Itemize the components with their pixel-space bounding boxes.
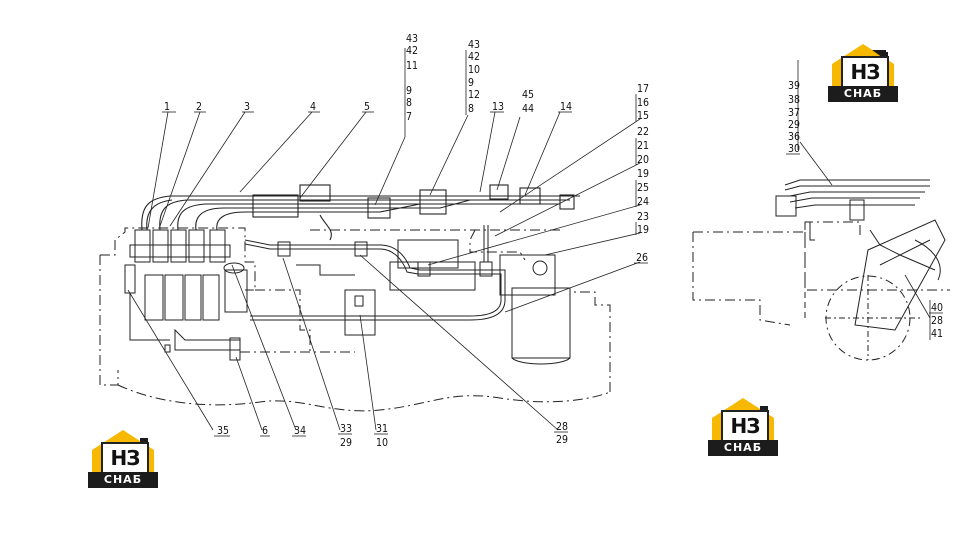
callout-stack-b-0: 43 [468, 39, 480, 51]
callout-4: 4 [310, 101, 316, 113]
injectors [129, 229, 231, 263]
callout-6: 6 [262, 425, 268, 437]
callout-stack-d-10: 19 [637, 224, 649, 236]
logo-top-right: НЗ СНАБ [828, 42, 898, 104]
callout-stack-b-4: 12 [468, 89, 480, 101]
callout-2: 2 [196, 101, 202, 113]
callout-1: 1 [164, 101, 170, 113]
callout-underlines [162, 111, 943, 437]
callout-stack-a-5: 7 [406, 111, 412, 123]
callout-stack-c-0: 45 [522, 89, 534, 101]
callout-stack-d-3: 22 [637, 126, 649, 138]
callout-stack-b-2: 10 [468, 64, 480, 76]
callout-14: 14 [560, 101, 572, 113]
logo-bottom-right: НЗ СНАБ [708, 396, 778, 458]
callout-36: 36 [788, 131, 800, 143]
callout-stack-a-4: 8 [406, 97, 412, 109]
side-view [692, 60, 950, 361]
callout-stack-a-2: 11 [406, 60, 418, 72]
callout-40: 40 [931, 302, 943, 314]
callout-30: 30 [788, 143, 800, 155]
callout-stack-d-4: 21 [637, 140, 649, 152]
callout-stack-b-3: 9 [468, 77, 474, 89]
callout-stack-c-1: 44 [522, 103, 534, 115]
callout-stack-b-1: 42 [468, 51, 480, 63]
callout-stack-d-2: 15 [637, 110, 649, 122]
logo-monogram: НЗ [721, 410, 769, 442]
callout-34: 34 [294, 425, 306, 437]
callout-stack-d-5: 20 [637, 154, 649, 166]
callouts-main: 1 2 3 4 5 43 42 11 9 8 7 43 42 10 9 12 8… [164, 33, 649, 449]
callout-stack-b-5: 8 [468, 103, 474, 115]
logo-plate: СНАБ [88, 472, 158, 488]
callout-29: 29 [788, 119, 800, 131]
callout-29a: 29 [340, 437, 352, 449]
fuel-tube-bundle [141, 184, 580, 241]
callout-stack-d-9: 23 [637, 211, 649, 223]
callout-37: 37 [788, 107, 800, 119]
callout-13: 13 [492, 101, 504, 113]
callout-stack-d-8: 24 [637, 196, 649, 208]
callout-stack-d-0: 17 [637, 83, 649, 95]
callout-35: 35 [217, 425, 229, 437]
callout-3: 3 [244, 101, 250, 113]
logo-plate: СНАБ [708, 440, 778, 456]
callout-stack-d-1: 16 [637, 97, 649, 109]
logo-plate: СНАБ [828, 86, 898, 102]
callout-stack-d-6: 19 [637, 168, 649, 180]
callout-stack-a-3: 9 [406, 85, 412, 97]
callout-stack-a-0: 43 [406, 33, 418, 45]
callouts-side: 39 38 37 29 36 30 40 28 41 [788, 80, 943, 340]
callout-33: 33 [340, 423, 352, 435]
callout-39: 39 [788, 80, 800, 92]
callout-29b: 29 [556, 434, 568, 446]
callout-10: 10 [376, 437, 388, 449]
callout-41: 41 [931, 328, 943, 340]
callout-26: 26 [636, 252, 648, 264]
logo-bottom-left: НЗ СНАБ [88, 428, 158, 490]
callout-stack-a-1: 42 [406, 45, 418, 57]
callout-28-side: 28 [931, 315, 943, 327]
callout-38: 38 [788, 94, 800, 106]
callout-stack-d-7: 25 [637, 182, 649, 194]
logo-monogram: НЗ [841, 56, 889, 88]
callout-28: 28 [556, 421, 568, 433]
engine-outline [99, 227, 611, 412]
engine-parts [124, 239, 571, 365]
callout-5: 5 [364, 101, 370, 113]
logo-monogram: НЗ [101, 442, 149, 474]
callout-31: 31 [376, 423, 388, 435]
leader-lines-main [127, 48, 641, 431]
